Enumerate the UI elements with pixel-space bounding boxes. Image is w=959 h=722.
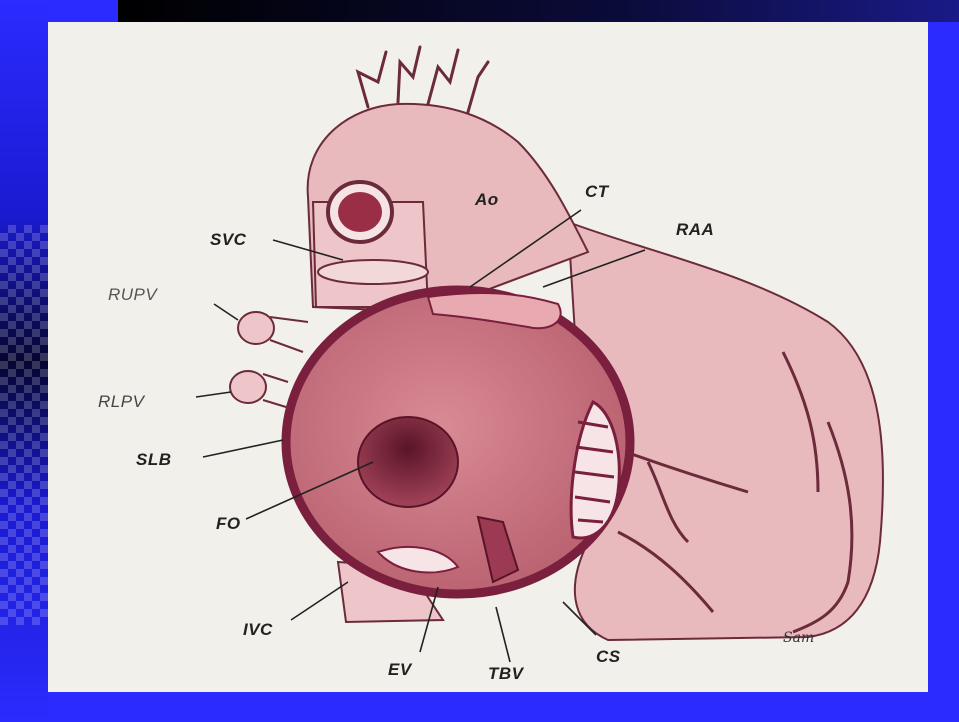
- label-ct: CT: [585, 182, 609, 202]
- heart-illustration: Sam: [48, 22, 928, 692]
- rlpv-vessel: [230, 371, 266, 403]
- slide-top-band: [118, 0, 959, 22]
- label-tbv: TBV: [488, 664, 524, 684]
- label-cs: CS: [596, 647, 621, 667]
- diagram-paper: Sam Ao CT RAA SVC RUPV RLPV SLB FO IVC E…: [48, 22, 928, 692]
- rupv-vessel: [238, 312, 274, 344]
- label-rlpv: RLPV: [98, 392, 144, 412]
- label-svc: SVC: [210, 230, 246, 250]
- label-ivc: IVC: [243, 620, 273, 640]
- label-fo: FO: [216, 514, 241, 534]
- label-ev: EV: [388, 660, 412, 680]
- svc-lumen: [338, 192, 382, 232]
- label-ao: Ao: [475, 190, 499, 210]
- label-rupv: RUPV: [108, 285, 157, 305]
- label-slb: SLB: [136, 450, 172, 470]
- svc-band: [318, 260, 428, 284]
- slide-checker-pattern: [0, 225, 48, 625]
- label-raa: RAA: [676, 220, 714, 240]
- artist-signature: Sam: [783, 630, 814, 646]
- aortic-branches: [358, 47, 488, 112]
